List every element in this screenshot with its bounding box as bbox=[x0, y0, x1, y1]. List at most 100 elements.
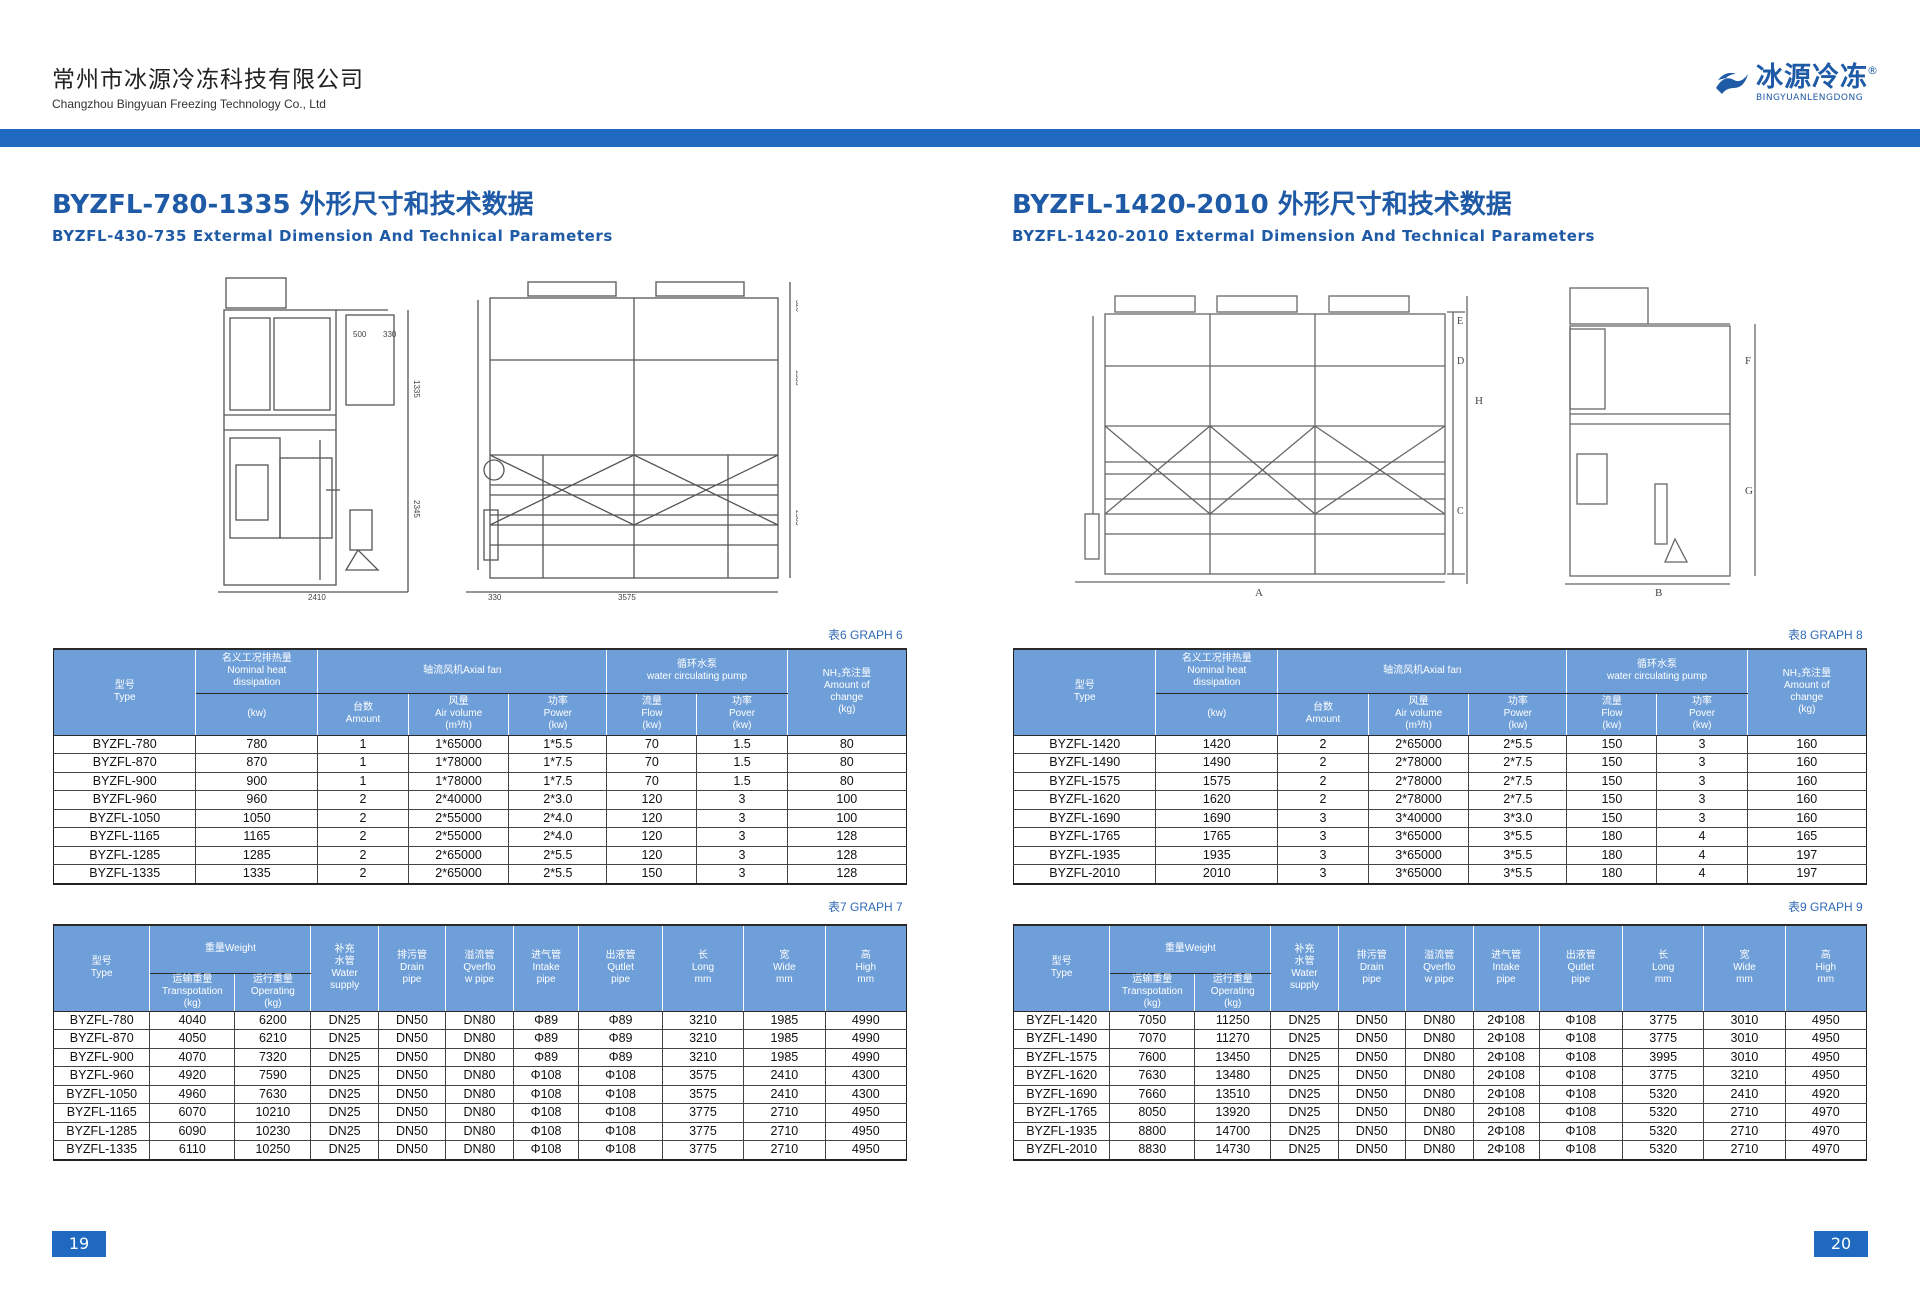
table-cell: 3 bbox=[1656, 771, 1748, 791]
table-cell: 4 bbox=[1656, 845, 1748, 865]
weight-header: 重量Weight bbox=[1109, 924, 1272, 974]
table-cell: Φ108 bbox=[1538, 1084, 1624, 1104]
table-cell: DN80 bbox=[445, 1084, 514, 1104]
table-cell: Φ108 bbox=[578, 1103, 663, 1123]
table-cell: 3*65000 bbox=[1367, 864, 1470, 885]
table-cell: 4 bbox=[1656, 864, 1748, 885]
table-cell: 120 bbox=[606, 790, 698, 810]
model-cell: BYZFL-1575 bbox=[1012, 1047, 1111, 1067]
table-cell: DN25 bbox=[1270, 1029, 1339, 1049]
table-cell: 7320 bbox=[234, 1047, 312, 1067]
heat-unit-header: (kw) bbox=[1155, 692, 1279, 736]
model-cell: BYZFL-900 bbox=[52, 1047, 151, 1067]
table-cell: 4990 bbox=[824, 1010, 908, 1030]
table-cell: 1.5 bbox=[696, 734, 788, 754]
table-cell: Φ108 bbox=[512, 1103, 580, 1123]
table-cell: 870 bbox=[195, 753, 319, 773]
table-cell: Φ89 bbox=[512, 1010, 580, 1030]
table-cell: DN50 bbox=[1337, 1066, 1406, 1086]
table-cell: DN25 bbox=[310, 1140, 379, 1161]
model-cell: BYZFL-900 bbox=[52, 771, 197, 791]
table-cell: DN25 bbox=[1270, 1103, 1339, 1123]
company-name-cn: 常州市冰源冷冻科技有限公司 bbox=[52, 67, 364, 93]
table-cell: DN80 bbox=[1404, 1010, 1474, 1030]
graph9-label: 表9 GRAPH 9 bbox=[1788, 900, 1863, 914]
table-cell: DN80 bbox=[1404, 1066, 1474, 1086]
table-cell: 3210 bbox=[661, 1010, 745, 1030]
table-cell: 2 bbox=[1277, 734, 1369, 754]
table-cell: 197 bbox=[1746, 864, 1868, 885]
table-cell: 4950 bbox=[1784, 1029, 1868, 1049]
graph7-label: 表7 GRAPH 7 bbox=[828, 900, 903, 914]
table-cell: 7630 bbox=[234, 1084, 312, 1104]
model-cell: BYZFL-960 bbox=[52, 790, 197, 810]
table-cell: 3 bbox=[1277, 808, 1369, 828]
model-cell: BYZFL-2010 bbox=[1012, 864, 1157, 885]
model-cell: BYZFL-1420 bbox=[1012, 1010, 1111, 1030]
table-cell: 3 bbox=[1656, 734, 1748, 754]
brand-logo: 冰源冷冻 BINGYUANLENGDONG ® bbox=[1714, 58, 1878, 108]
table-cell: 3995 bbox=[1622, 1047, 1705, 1067]
table-cell: 7630 bbox=[1109, 1066, 1196, 1086]
table-cell: 8800 bbox=[1109, 1121, 1196, 1141]
table-cell: 3010 bbox=[1703, 1010, 1786, 1030]
table-cell: DN80 bbox=[1404, 1029, 1474, 1049]
table-cell: 2*78000 bbox=[1367, 790, 1470, 810]
table-cell: 6200 bbox=[234, 1010, 312, 1030]
table-cell: 4990 bbox=[824, 1029, 908, 1049]
table-cell: Φ108 bbox=[1538, 1010, 1624, 1030]
table-cell: 4950 bbox=[1784, 1010, 1868, 1030]
table-cell: 3210 bbox=[661, 1047, 745, 1067]
table-cell: 4960 bbox=[149, 1084, 236, 1104]
table-cell: Φ108 bbox=[578, 1066, 663, 1086]
table-cell: DN50 bbox=[1337, 1010, 1406, 1030]
model-cell: BYZFL-1335 bbox=[52, 1140, 151, 1161]
table-cell: DN80 bbox=[445, 1029, 514, 1049]
table-cell: DN50 bbox=[377, 1140, 447, 1161]
table-cell: 100 bbox=[786, 808, 908, 828]
left-title-en: BYZFL-430-735 Extermal Dimension And Tec… bbox=[52, 227, 613, 245]
table-cell: 3775 bbox=[1622, 1029, 1705, 1049]
table-cell: 1490 bbox=[1155, 753, 1279, 773]
table-cell: DN25 bbox=[1270, 1084, 1339, 1104]
model-cell: BYZFL-1620 bbox=[1012, 1066, 1111, 1086]
table-cell: DN25 bbox=[310, 1066, 379, 1086]
table-cell: 3775 bbox=[661, 1140, 745, 1161]
svg-text:2305: 2305 bbox=[794, 510, 798, 526]
table-cell: DN25 bbox=[1270, 1010, 1339, 1030]
table-cell: 3775 bbox=[1622, 1066, 1705, 1086]
table-cell: 7600 bbox=[1109, 1047, 1196, 1067]
table-cell: 3*40000 bbox=[1367, 808, 1470, 828]
table-cell: 3*5.5 bbox=[1468, 864, 1568, 885]
fan-header: 轴流风机Axial fan bbox=[1277, 648, 1568, 694]
table-cell: 4 bbox=[1656, 827, 1748, 847]
table-cell: DN25 bbox=[1270, 1121, 1339, 1141]
table-cell: Φ108 bbox=[1538, 1121, 1624, 1141]
table-cell: 2410 bbox=[743, 1084, 826, 1104]
table-cell: 3 bbox=[696, 827, 788, 847]
table-cell: 2410 bbox=[743, 1066, 826, 1086]
model-cell: BYZFL-1690 bbox=[1012, 808, 1157, 828]
table-cell: DN25 bbox=[310, 1121, 379, 1141]
table-cell: 1985 bbox=[743, 1010, 826, 1030]
table-cell: 3 bbox=[1656, 790, 1748, 810]
table-cell: DN80 bbox=[1404, 1103, 1474, 1123]
table-cell: 3 bbox=[1277, 864, 1369, 885]
table-cell: Φ89 bbox=[578, 1047, 663, 1067]
table-cell: 4970 bbox=[1784, 1121, 1868, 1141]
